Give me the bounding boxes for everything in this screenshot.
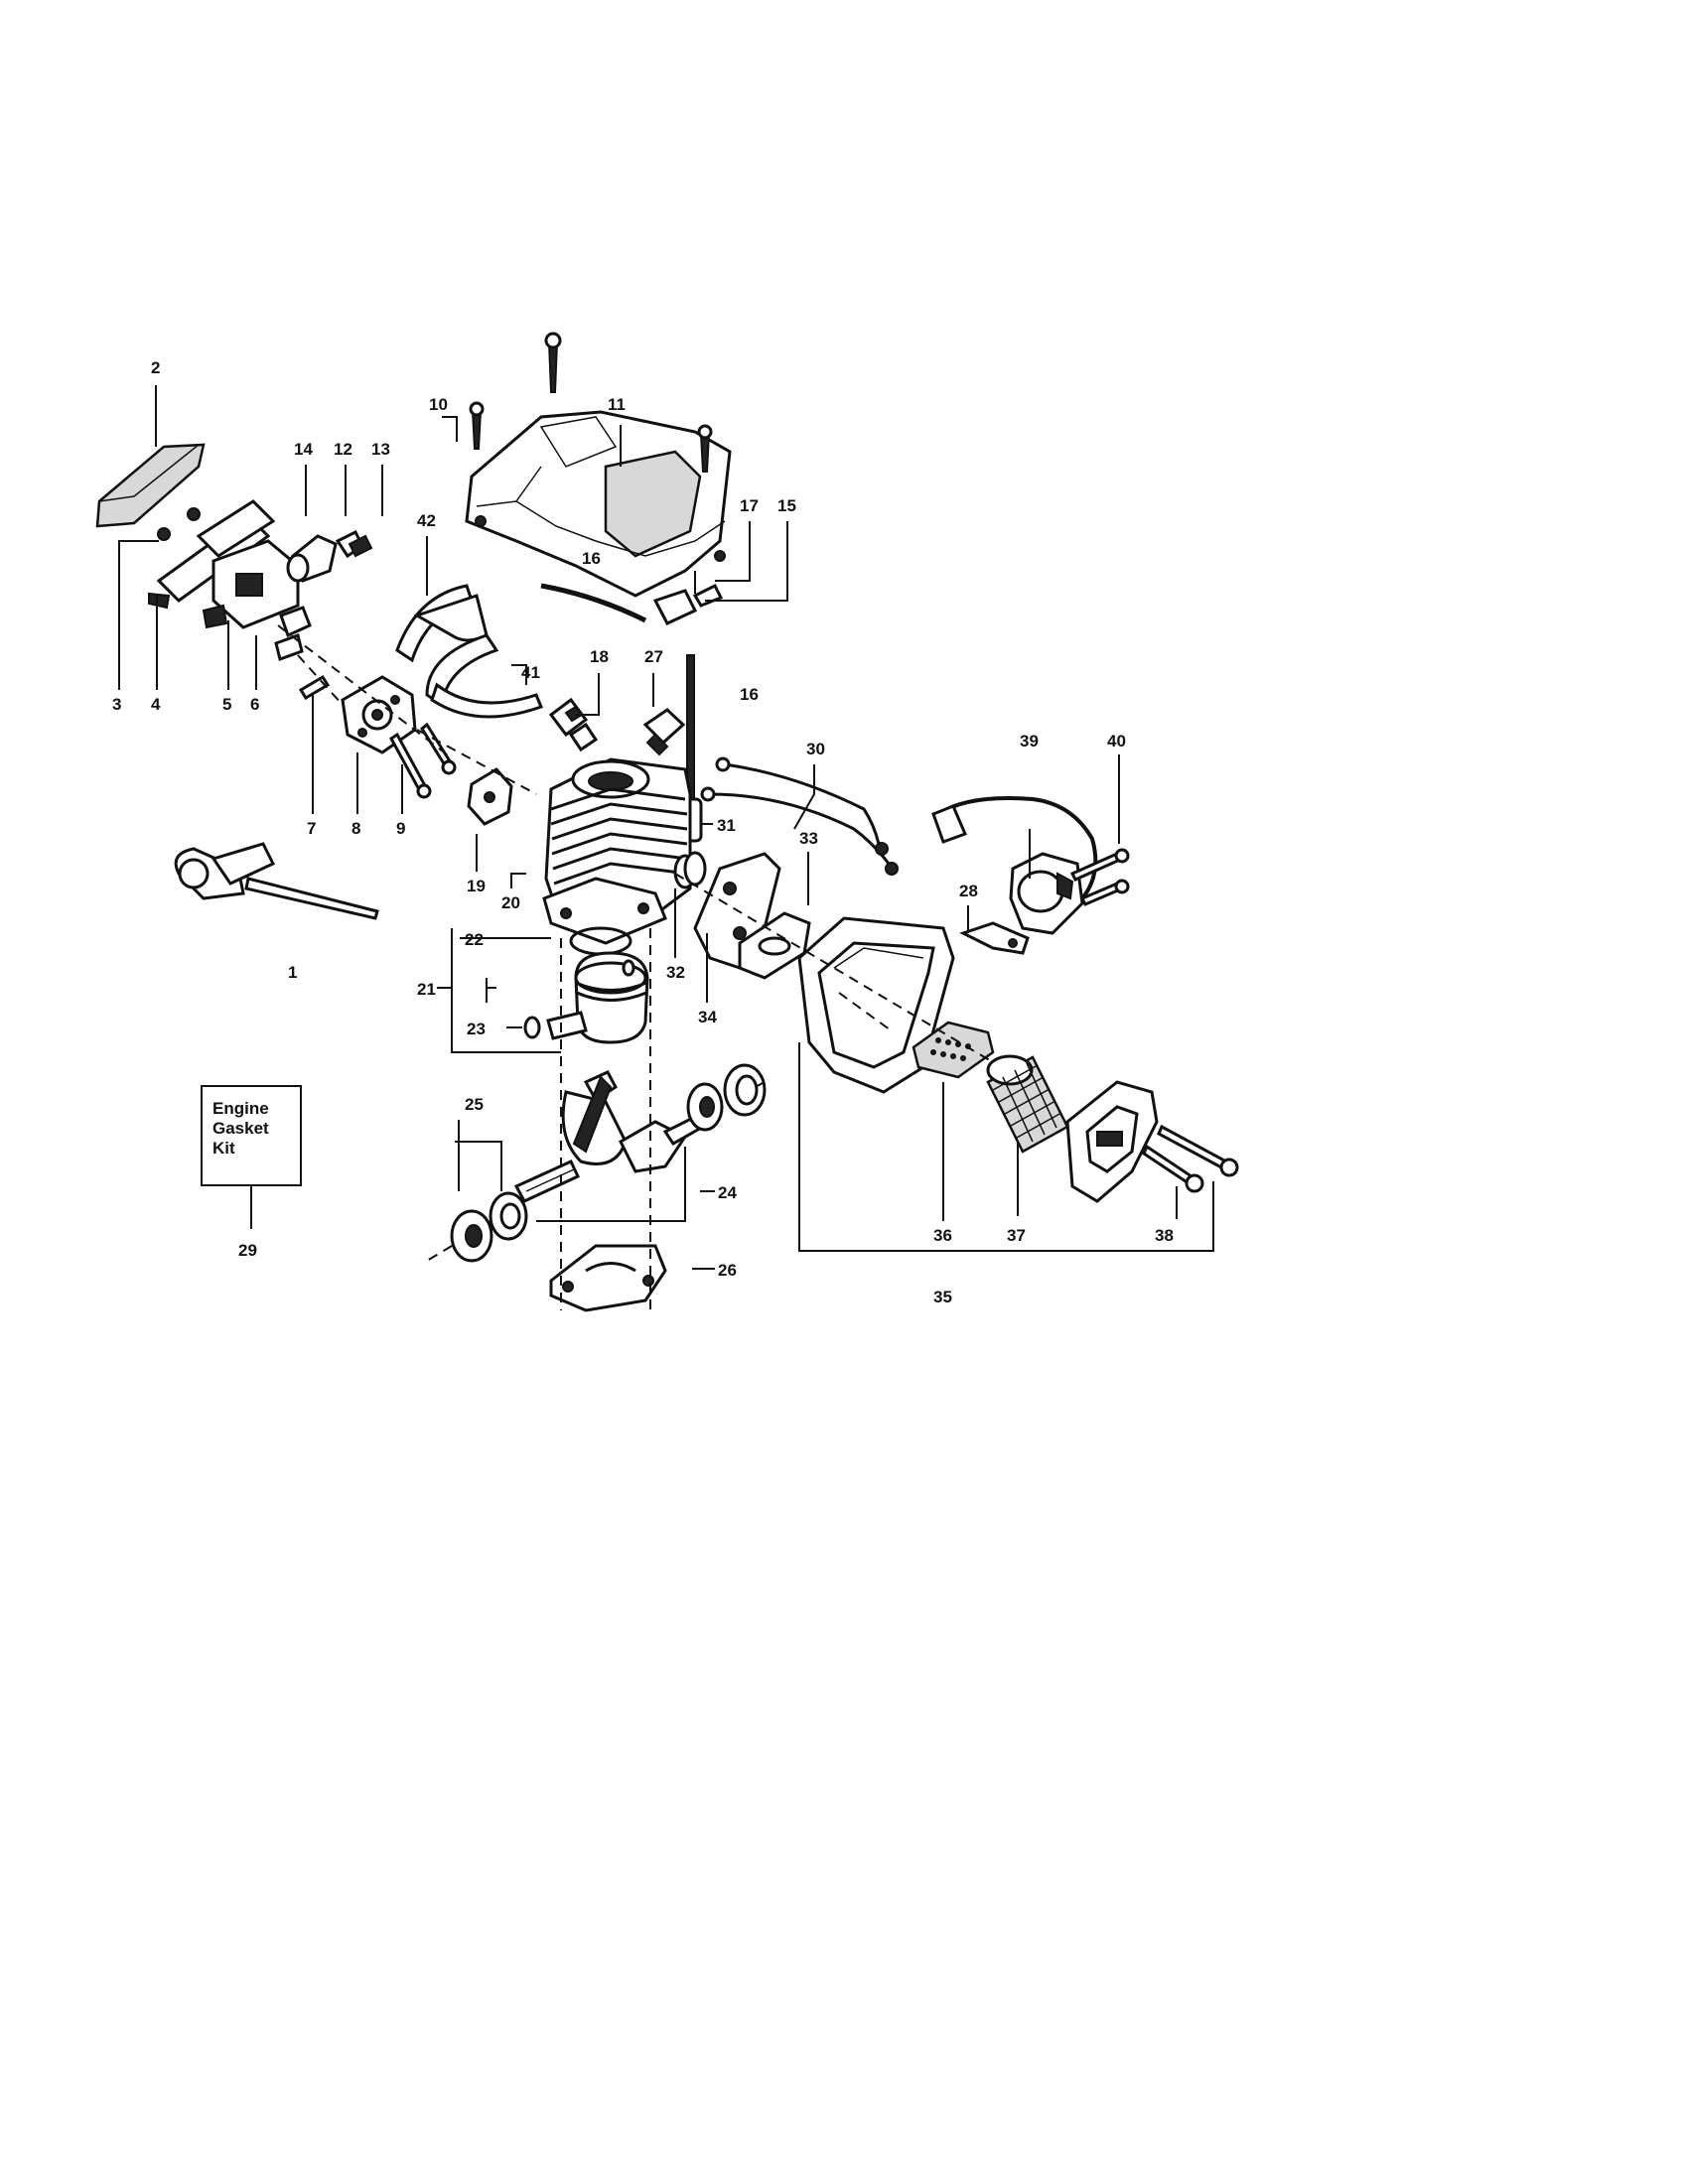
callout-labels: 1 2 3 4 5 6 7 8 9 10 11 12 13 14 15 16 1… (112, 358, 1174, 1306)
part-mesh-filter (986, 1054, 1069, 1154)
callout-41: 41 (521, 663, 540, 682)
part-spark-screen (912, 1021, 995, 1079)
callout-38: 38 (1155, 1226, 1174, 1245)
callout-33: 33 (799, 829, 818, 848)
callout-13: 13 (371, 440, 390, 459)
callout-11: 11 (608, 395, 626, 414)
callout-3: 3 (112, 695, 121, 714)
callout-30: 30 (806, 740, 825, 758)
callout-26: 26 (718, 1261, 737, 1280)
part-piston-pin (523, 1011, 588, 1040)
callout-16-rod: 16 (740, 685, 759, 704)
part-piston (574, 951, 649, 1044)
callout-25: 25 (465, 1095, 484, 1114)
callout-15: 15 (777, 496, 796, 515)
callout-18: 18 (590, 647, 609, 666)
callout-42: 42 (417, 511, 436, 530)
part-flange-19 (467, 767, 513, 826)
alignment-lines (277, 624, 994, 1310)
callout-9: 9 (396, 819, 405, 838)
part-scrench-tool (174, 842, 379, 920)
engine-gasket-kit-box: Engine Gasket Kit (201, 1085, 302, 1229)
callout-24: 24 (718, 1183, 737, 1202)
callout-7: 7 (307, 819, 316, 838)
callout-27: 27 (644, 647, 663, 666)
part-filter-bracket (148, 499, 276, 610)
callout-14: 14 (294, 440, 313, 459)
callout-6: 6 (250, 695, 259, 714)
callout-16-top: 16 (582, 549, 601, 568)
callout-32: 32 (666, 963, 685, 982)
callout-40: 40 (1107, 732, 1126, 751)
callout-23: 23 (467, 1020, 486, 1038)
callout-8: 8 (351, 819, 360, 838)
part-cover-screws-10 (469, 332, 713, 473)
callout-36: 36 (933, 1226, 952, 1245)
kit-line-3: Kit (212, 1139, 235, 1158)
part-baffle-41 (425, 633, 543, 719)
part-module-bracket (959, 921, 1030, 955)
callout-4: 4 (151, 695, 161, 714)
part-crankcase-half (549, 1244, 667, 1312)
callout-21: 21 (417, 980, 436, 999)
callout-5: 5 (222, 695, 231, 714)
callout-35: 35 (933, 1288, 952, 1306)
part-bushing-32 (673, 851, 707, 889)
part-fuel-hose (540, 583, 647, 623)
part-intake-elbow (286, 529, 373, 583)
callout-17: 17 (740, 496, 759, 515)
callout-39: 39 (1020, 732, 1039, 751)
part-wire-harness (700, 756, 899, 876)
part-crankshaft (513, 1070, 706, 1203)
part-top-cover (465, 410, 732, 598)
part-bearing-left (450, 1191, 528, 1263)
part-bolts-9 (389, 722, 457, 799)
part-carburetor (202, 539, 312, 661)
callout-22: 22 (465, 930, 484, 949)
callout-2: 2 (151, 358, 160, 377)
part-screw-7 (298, 674, 331, 701)
callout-37: 37 (1007, 1226, 1026, 1245)
callout-12: 12 (334, 440, 352, 459)
kit-line-2: Gasket (212, 1119, 269, 1138)
callout-31: 31 (717, 816, 736, 835)
part-module-screws (1069, 848, 1130, 906)
callout-10: 10 (429, 395, 448, 414)
callout-1: 1 (288, 963, 297, 982)
callout-28: 28 (959, 882, 978, 900)
part-air-filter (95, 443, 206, 528)
part-long-bolts (1142, 1124, 1239, 1193)
part-bearing-right (686, 1063, 767, 1132)
kit-line-1: Engine (212, 1099, 269, 1118)
part-spark-plug (548, 697, 599, 752)
part-ignition-module (931, 796, 1098, 935)
leader-lines (118, 385, 1214, 1270)
callout-19: 19 (467, 877, 486, 895)
part-intake-adapter (341, 675, 417, 754)
part-cylinder (542, 757, 692, 945)
callout-20: 20 (501, 893, 520, 912)
callout-34: 34 (698, 1008, 717, 1026)
part-muffler-cover (1065, 1080, 1159, 1203)
part-plug-cap (642, 708, 686, 756)
callout-29: 29 (238, 1241, 257, 1260)
part-grommet (652, 583, 724, 625)
